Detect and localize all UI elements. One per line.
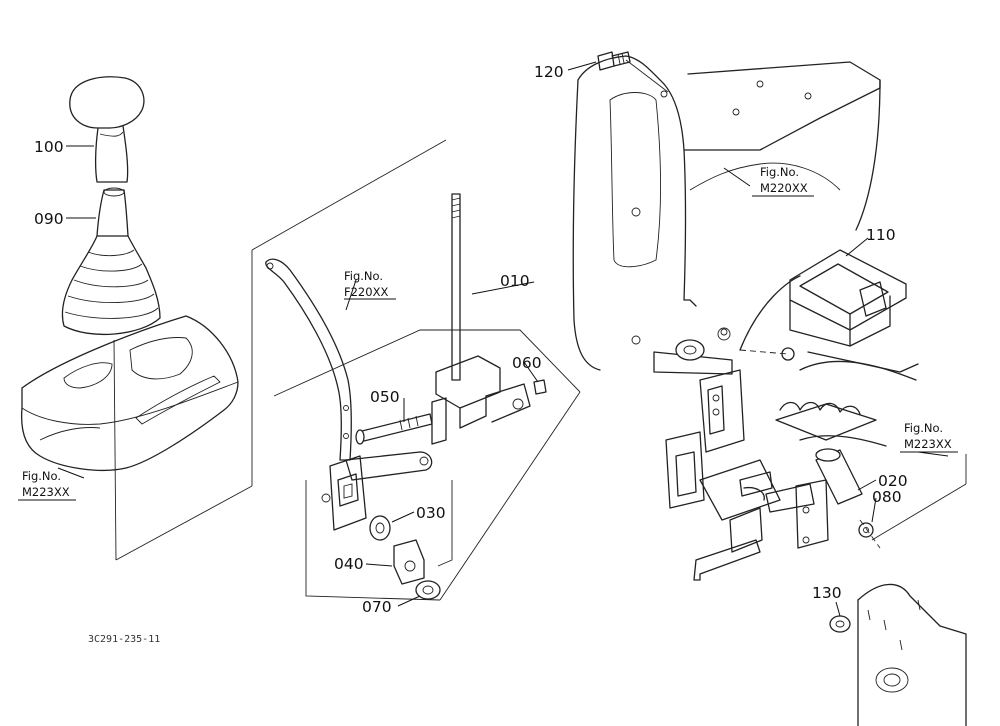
label-130: 130 [812,584,842,602]
shift-lever [265,258,352,461]
spring-plate [775,401,887,447]
label-120: 120 [534,63,564,81]
lower-plane-outline [305,480,441,601]
label-040: 040 [334,555,364,573]
label-020: 020 [878,472,908,490]
nut-060 [533,379,547,395]
alignment-line-console [113,339,117,561]
nut-130 [829,615,851,633]
guide-bracket [739,349,789,355]
figure-ref-m220xx-title: Fig.No. [760,165,799,179]
bolt-120 [597,51,631,71]
lever-plane-outline [115,139,581,601]
label-050: 050 [370,388,400,406]
leader-lines [57,61,949,617]
guide-clip [859,519,881,549]
label-090: 090 [34,210,64,228]
frame-panel [572,55,881,371]
washer-030 [369,515,391,541]
figure-ref-m223xx-left-number: M223XX [22,485,70,499]
figure-ref-f220xx: Fig.No. F220XX [344,269,396,300]
label-060: 060 [512,354,542,372]
figure-ref-m223xx-left-title: Fig.No. [22,469,61,483]
label-110: 110 [866,226,896,244]
lower-plane-right [437,480,453,567]
bracket-assembly [653,327,829,581]
pivot-block [321,455,367,531]
bolt-050 [355,413,433,445]
link-arm [345,451,433,481]
knob-100 [69,76,145,183]
figure-ref-m223xx-right: Fig.No. M223XX [900,421,958,453]
figure-ref-m223xx-right-title: Fig.No. [904,421,943,435]
figure-ref-m223xx-right-number: M223XX [904,437,952,451]
bracket-040 [393,539,425,585]
label-070: 070 [362,598,392,616]
console-cover [20,315,239,471]
label-030: 030 [416,504,446,522]
bracket-110 [739,249,919,381]
bushing-070 [415,580,441,600]
pin-020 [815,448,863,505]
label-010: 010 [500,272,530,290]
bolt-alignment [625,59,669,93]
figure-ref-m223xx-left: Fig.No. M223XX [18,469,76,501]
label-100: 100 [34,138,64,156]
label-080: 080 [872,488,902,506]
drawing-code: 3C291-235-11 [88,634,160,645]
clip-080 [858,522,874,538]
boot-090 [61,187,161,335]
figure-ref-f220xx-title: Fig.No. [344,269,383,283]
lower-panel [857,454,967,726]
figure-ref-m220xx-number: M220XX [760,181,808,195]
figure-ref-f220xx-number: F220XX [344,285,388,299]
rod-010 [431,193,531,445]
figure-ref-m220xx: Fig.No. M220XX [752,165,814,197]
